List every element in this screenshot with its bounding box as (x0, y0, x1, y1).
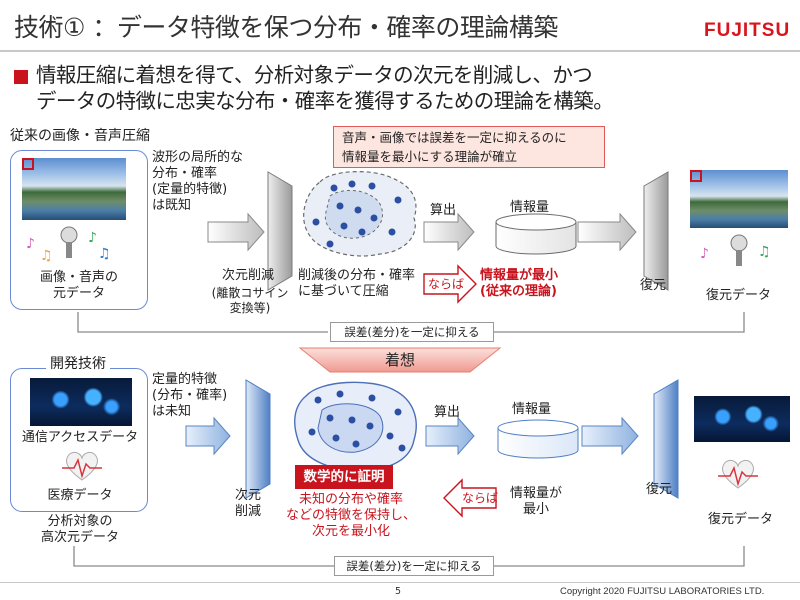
restored-photo (690, 170, 788, 228)
unknown-features-text: 定量的特徴 (分布・確率) は未知 (152, 372, 228, 419)
world-map-image (30, 378, 132, 426)
title-divider (0, 50, 800, 52)
distribution-inner-bottom (317, 403, 384, 453)
arrow-to-restore-top (577, 212, 637, 252)
source-label-top: 画像・音声の 元データ (39, 270, 118, 301)
bullet-square-icon (14, 70, 28, 84)
known-distribution-text: 波形の局所的な 分布・確率 (定量的特徴) は既知 (152, 150, 244, 213)
heart-icon (718, 456, 758, 496)
min-info-text-bottom: 情報量が 最小 (509, 486, 562, 517)
music-note-icon: ♫ (98, 246, 111, 262)
lead-line-1: 情報圧縮に着想を得て、分析対象データの次元を削減し、かつ (36, 63, 593, 87)
lead-line-2: データの特徴に忠実な分布・確率を獲得するための理論を構築。 (36, 89, 614, 113)
naraba-label-bottom: ならば (462, 491, 499, 505)
microphone-icon (56, 226, 80, 258)
inspiration-arrow (298, 347, 502, 373)
info-cylinder-top (495, 213, 577, 255)
established-theory-note: 音声・画像では誤差を一定に抑えるのに 情報量を最小にする理論が確立 (333, 126, 605, 168)
reduce-funnel-top (267, 171, 293, 291)
inspiration-label: 着想 (384, 351, 415, 369)
restored-label-top: 復元データ (706, 288, 772, 303)
microphone-icon (726, 234, 752, 272)
restore-funnel-top (643, 171, 669, 291)
arrow-to-reduce-top (207, 212, 265, 252)
distribution-inner-top (324, 189, 383, 239)
calc-label-top: 算出 (430, 203, 457, 218)
arrow-to-restore-bottom (581, 416, 639, 456)
page-title: 技術① ：データ特徴を保つ分布・確率の理論構築 (14, 13, 558, 42)
points-bottom (308, 390, 406, 452)
restored-world-map (694, 396, 790, 442)
reduce-funnel-bottom (245, 379, 271, 499)
comm-data-label: 通信アクセスデータ (21, 430, 139, 445)
heart-icon (62, 448, 102, 488)
medical-data-label: 医療データ (47, 488, 113, 503)
crop-marker-icon (690, 170, 702, 182)
calc-label-bottom: 算出 (434, 405, 461, 420)
restored-label-bottom: 復元データ (708, 512, 774, 527)
info-label-top: 情報量 (510, 200, 550, 215)
restore-funnel-bottom (653, 379, 679, 499)
info-cylinder-bottom (497, 419, 579, 459)
naraba-arrow-top (423, 264, 477, 304)
music-note-icon: ♪ (88, 230, 97, 246)
arrow-to-reduce-bottom (185, 416, 231, 456)
arrow-calc-top (423, 212, 475, 252)
restore-label-top: 復元 (640, 278, 667, 293)
math-proof-badge: 数学的に証明 (295, 465, 393, 489)
error-bracket-bottom (73, 546, 745, 567)
music-note-icon: ♫ (40, 248, 53, 264)
music-note-icon: ♪ (26, 236, 35, 252)
error-constraint-box-bottom: 誤差(差分)を一定に抑える (334, 556, 494, 576)
points-top (312, 180, 402, 248)
copyright-text: Copyright 2020 FUJITSU LABORATORIES LTD. (560, 586, 765, 597)
error-bracket-top (77, 312, 745, 333)
info-label-bottom: 情報量 (512, 402, 552, 417)
lead-text: 情報圧縮に着想を得て、分析対象データの次元を削減し、かつ データの特徴に忠実な分… (36, 62, 614, 114)
bottom-section-label: 開発技術 (46, 356, 110, 372)
crop-marker-icon (22, 158, 34, 170)
footer-divider (0, 582, 800, 583)
preserve-features-text: 未知の分布や確率 などの特徴を保持し、 次元を最小化 (285, 492, 416, 539)
compress-text-top: 削減後の分布・確率 に基づいて圧縮 (298, 268, 416, 299)
music-note-icon: ♫ (758, 244, 771, 260)
reduce-label-bottom: 次元 削減 (234, 488, 261, 519)
restore-label-bottom: 復元 (646, 482, 673, 497)
naraba-arrow-bottom (443, 478, 497, 518)
min-info-text-top: 情報量が最小 (従来の理論) (480, 268, 559, 299)
error-constraint-box-top: 誤差(差分)を一定に抑える (330, 322, 494, 342)
fujitsu-logo: FUJITSU (704, 20, 791, 41)
arrow-calc-bottom (425, 416, 475, 456)
target-data-label: 分析対象の 高次元データ (40, 514, 119, 545)
naraba-label-top: ならば (428, 277, 465, 291)
reduce-label-top: 次元削減 (222, 268, 275, 283)
landscape-photo (22, 158, 126, 220)
music-note-icon: ♪ (700, 246, 709, 262)
top-section-label: 従来の画像・音声圧縮 (10, 128, 150, 144)
reduce-sub-top: (離散コサイン 変換等) (211, 286, 289, 315)
page-number: 5 (395, 586, 402, 597)
